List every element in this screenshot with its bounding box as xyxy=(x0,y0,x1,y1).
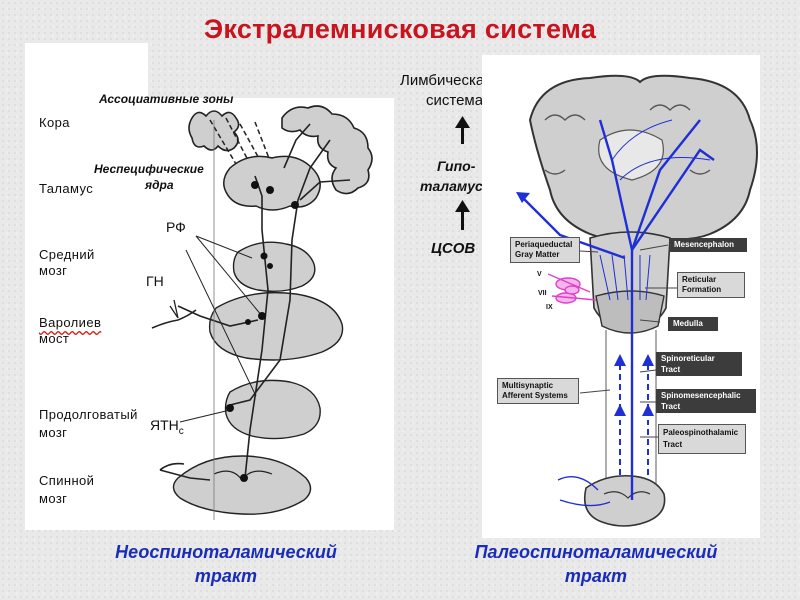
nonspecific-nuclei-label-1: Неспецифические xyxy=(94,162,204,176)
multisynaptic-box: Multisynaptic Afferent Systems xyxy=(497,378,579,404)
spinomesencephalic-line-2: Tract xyxy=(661,402,681,411)
medulla-section xyxy=(224,379,321,440)
medulla-box: Medulla xyxy=(668,317,718,331)
paleospinothalamic-line-2: Tract xyxy=(663,440,683,449)
rf-label: РФ xyxy=(166,219,186,235)
spinoreticular-box: Spinoreticular Tract xyxy=(656,352,742,376)
nonspecific-nuclei-label-2: ядра xyxy=(145,178,174,192)
association-zones-label: Ассоциативные зоны xyxy=(99,92,234,106)
level-midbrain-label-2: мозг xyxy=(39,263,68,278)
periaqueductal-line-2: Gray Matter xyxy=(515,250,560,259)
midbrain-section xyxy=(232,241,316,293)
mesencephalon-box: Mesencephalon xyxy=(669,238,747,252)
right-caption-line-1: Палеоспиноталамический xyxy=(474,542,718,562)
level-thalamus-label: Таламус xyxy=(39,181,94,196)
level-midbrain-label-1: Средний xyxy=(39,247,95,262)
reticular-line-1: Reticular xyxy=(682,275,717,284)
left-diagram-panel xyxy=(25,43,148,530)
limbic-system-label-1: Лимбическая xyxy=(400,72,493,89)
periaqueductal-box: Periaqueductal Gray Matter xyxy=(510,237,580,263)
cranial-nerve-ix-label: IX xyxy=(546,304,553,311)
csov-label: ЦСОВ xyxy=(431,240,476,257)
left-caption-line-2: тракт xyxy=(194,566,258,586)
level-cortex-label: Кора xyxy=(39,115,70,130)
spinomesencephalic-box: Spinomesencephalic Tract xyxy=(656,389,756,413)
left-caption-line-1: Неоспиноталамический xyxy=(115,542,337,562)
left-caption: Неоспиноталамический тракт xyxy=(66,540,386,588)
spinal-section xyxy=(172,455,312,515)
limbic-system-label-2: система xyxy=(426,92,484,109)
paleospinothalamic-box: Paleospinothalamic Tract xyxy=(658,424,746,454)
right-caption: Палеоспиноталамический тракт xyxy=(436,540,756,588)
yatn-text: ЯТН xyxy=(150,417,179,433)
thalamus-section xyxy=(223,155,321,211)
level-pons-label-2: мост xyxy=(39,331,70,346)
level-spinal-label-1: Спинной xyxy=(39,473,95,488)
level-medulla-label-2: мозг xyxy=(39,425,68,440)
multisynaptic-line-2: Afferent Systems xyxy=(502,391,568,400)
spinal-cross-section xyxy=(583,474,666,527)
paleospinothalamic-line-1: Paleospinothalamic xyxy=(663,428,739,437)
cortex-right-gyrus xyxy=(281,105,373,195)
reticular-formation-box: Reticular Formation xyxy=(677,272,745,298)
yatn-subscript: с xyxy=(178,425,184,437)
spinoreticular-line-2: Tract xyxy=(661,365,681,374)
spinomesencephalic-line-1: Spinomesencephalic xyxy=(661,391,741,400)
page-title: Экстралемнисковая система xyxy=(203,14,597,44)
cranial-nerve-vii-label: VII xyxy=(538,290,547,297)
level-medulla-label-1: Продолговатый xyxy=(39,407,138,422)
yatn-label: ЯТНс xyxy=(150,416,184,441)
right-caption-line-2: тракт xyxy=(564,566,628,586)
reticular-line-2: Formation xyxy=(682,285,722,294)
hypothalamus-label-1: Гипо- xyxy=(437,158,476,174)
pons-section xyxy=(208,291,344,361)
level-spinal-label-2: мозг xyxy=(39,491,68,506)
level-pons-label-1: Варолиев xyxy=(39,315,102,330)
multisynaptic-line-1: Multisynaptic xyxy=(502,381,554,390)
spinoreticular-line-1: Spinoreticular xyxy=(661,354,715,363)
periaqueductal-line-1: Periaqueductal xyxy=(515,240,573,249)
hypothalamus-label-2: таламус xyxy=(420,178,483,194)
cranial-nerve-v-label: V xyxy=(537,271,542,278)
gn-label: ГН xyxy=(146,273,164,289)
